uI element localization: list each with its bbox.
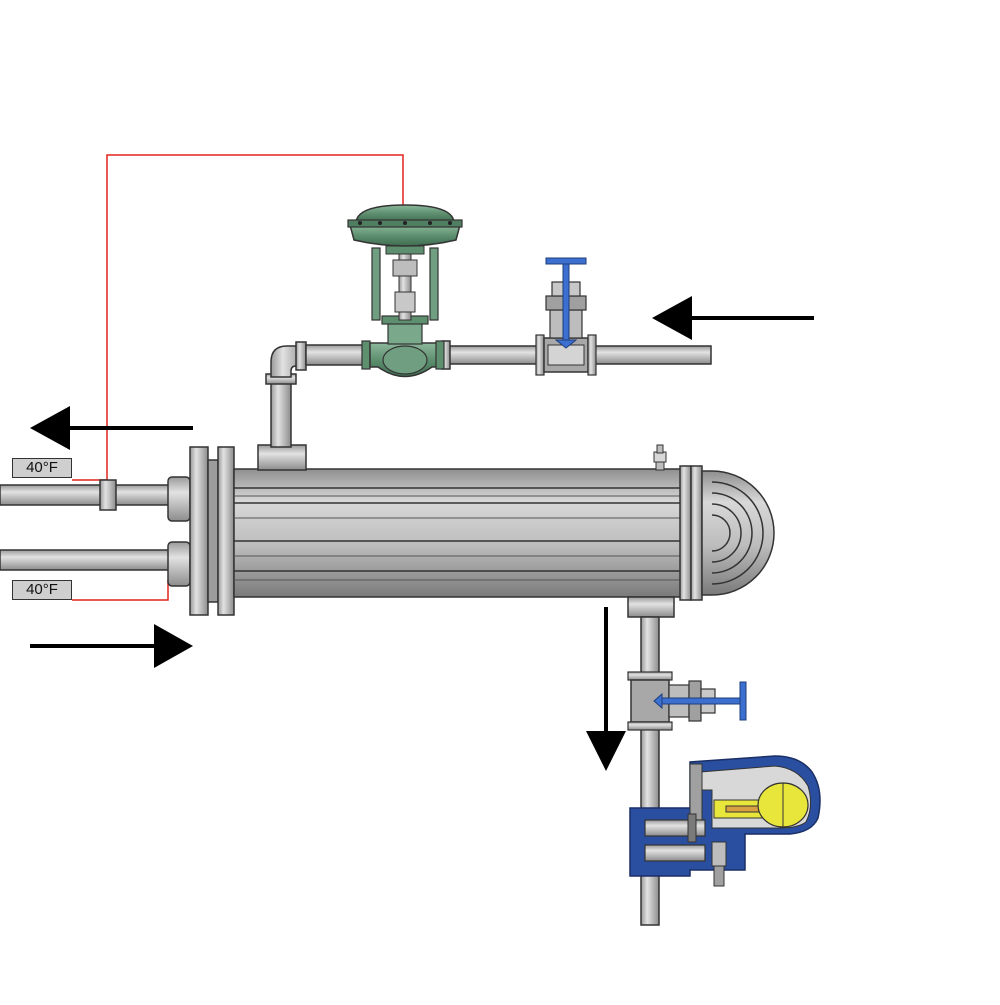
condensate-pipe [640, 616, 660, 926]
outlet-temperature-label: 40°F [12, 458, 72, 478]
inlet-temperature-label: 40°F [12, 580, 72, 600]
u-bend-head [701, 470, 775, 596]
process-inlet-pipe [0, 549, 171, 571]
steam-trap [629, 755, 821, 887]
vent-valve [653, 444, 667, 471]
steam-supply-pipe [265, 340, 712, 448]
condensate-isolation-valve [627, 671, 747, 731]
arrow-right-icon [30, 624, 193, 668]
return-flange-left [679, 465, 692, 601]
steam-inlet-nozzle [257, 444, 307, 471]
return-flange-right [690, 465, 703, 601]
diaphragm-actuator [347, 204, 463, 247]
process-outlet-pipe [0, 479, 171, 511]
channel-head-flange [189, 446, 235, 616]
arrow-left-icon [30, 406, 193, 450]
steam-isolation-valve [535, 257, 597, 376]
signal-line-lower [72, 580, 169, 601]
outlet-nozzle [167, 476, 191, 522]
signal-line-upper [72, 154, 404, 481]
arrow-down-icon [586, 607, 626, 771]
control-valve-body [361, 315, 445, 378]
exchanger-shell [233, 468, 685, 598]
inlet-nozzle [167, 541, 191, 587]
condensate-nozzle [627, 596, 675, 618]
control-valve-yoke [371, 245, 439, 321]
arrow-left-icon [652, 296, 814, 340]
